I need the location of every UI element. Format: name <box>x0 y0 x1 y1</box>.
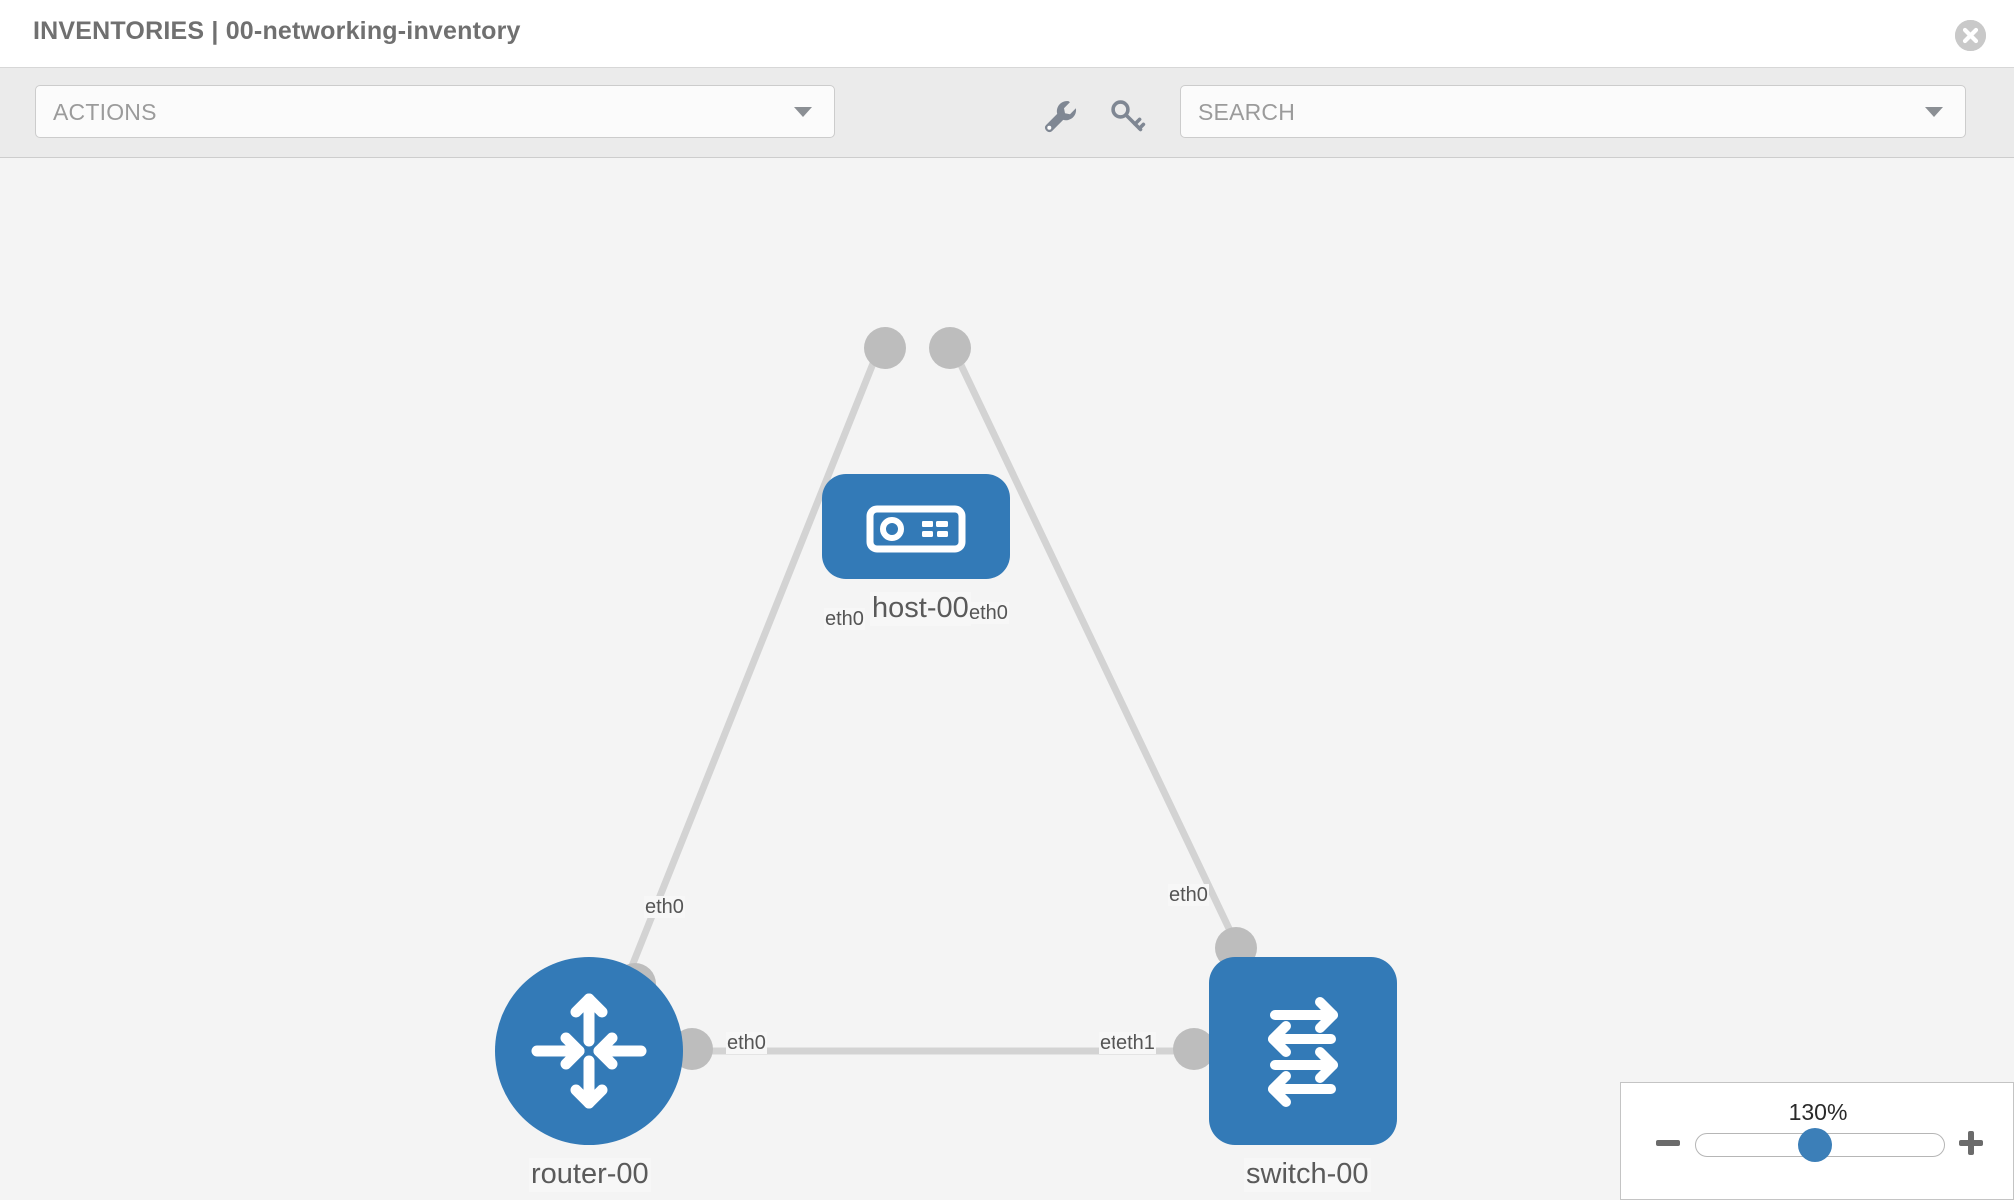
topology-canvas[interactable]: host-00 router-00 switch-00 eth0 eth0 et… <box>0 158 2014 1200</box>
topology-node-host-00 <box>822 474 1010 579</box>
link-host-switch <box>948 342 1247 962</box>
search-input[interactable]: SEARCH <box>1180 85 1966 138</box>
interface-label-router-right: eth0 <box>726 1032 767 1054</box>
topology-connectors <box>614 327 1257 1070</box>
chevron-down-icon <box>1925 107 1943 117</box>
node-label-router-00: router-00 <box>529 1158 651 1192</box>
search-placeholder: SEARCH <box>1198 99 1296 125</box>
close-icon[interactable] <box>1955 20 1986 51</box>
actions-dropdown-label: ACTIONS <box>53 99 157 125</box>
topology-node-switch-00 <box>1209 957 1397 1145</box>
zoom-slider-thumb[interactable] <box>1798 1128 1832 1162</box>
interface-label-router-upper: eth0 <box>644 896 685 918</box>
page-header: INVENTORIES | 00-networking-inventory <box>0 0 2014 68</box>
zoom-control-panel: 130% <box>1620 1082 2014 1200</box>
actions-dropdown[interactable]: ACTIONS <box>35 85 835 138</box>
interface-label-switch-left-front: eth1 <box>1115 1032 1156 1054</box>
topology-links <box>616 342 1247 1055</box>
minus-icon[interactable] <box>1654 1129 1682 1157</box>
connector-host-right <box>929 327 971 369</box>
interface-label-host-right: eth0 <box>968 602 1009 624</box>
interface-label-host-left: eth0 <box>824 608 865 630</box>
interface-label-switch-upper: eth0 <box>1168 884 1209 906</box>
zoom-level-label: 130% <box>1788 1099 1848 1125</box>
plus-icon[interactable] <box>1957 1129 1985 1157</box>
node-label-switch-00: switch-00 <box>1244 1158 1371 1192</box>
link-host-router <box>616 342 884 1000</box>
page-title: INVENTORIES | 00-networking-inventory <box>33 17 521 45</box>
connector-host-left <box>864 327 906 369</box>
node-label-host-00: host-00 <box>870 592 971 626</box>
connector-switch-left <box>1173 1028 1215 1070</box>
wrench-icon[interactable] <box>1039 95 1081 137</box>
topology-node-router-00 <box>495 957 683 1145</box>
key-icon[interactable] <box>1106 95 1148 137</box>
chevron-down-icon <box>794 107 812 117</box>
